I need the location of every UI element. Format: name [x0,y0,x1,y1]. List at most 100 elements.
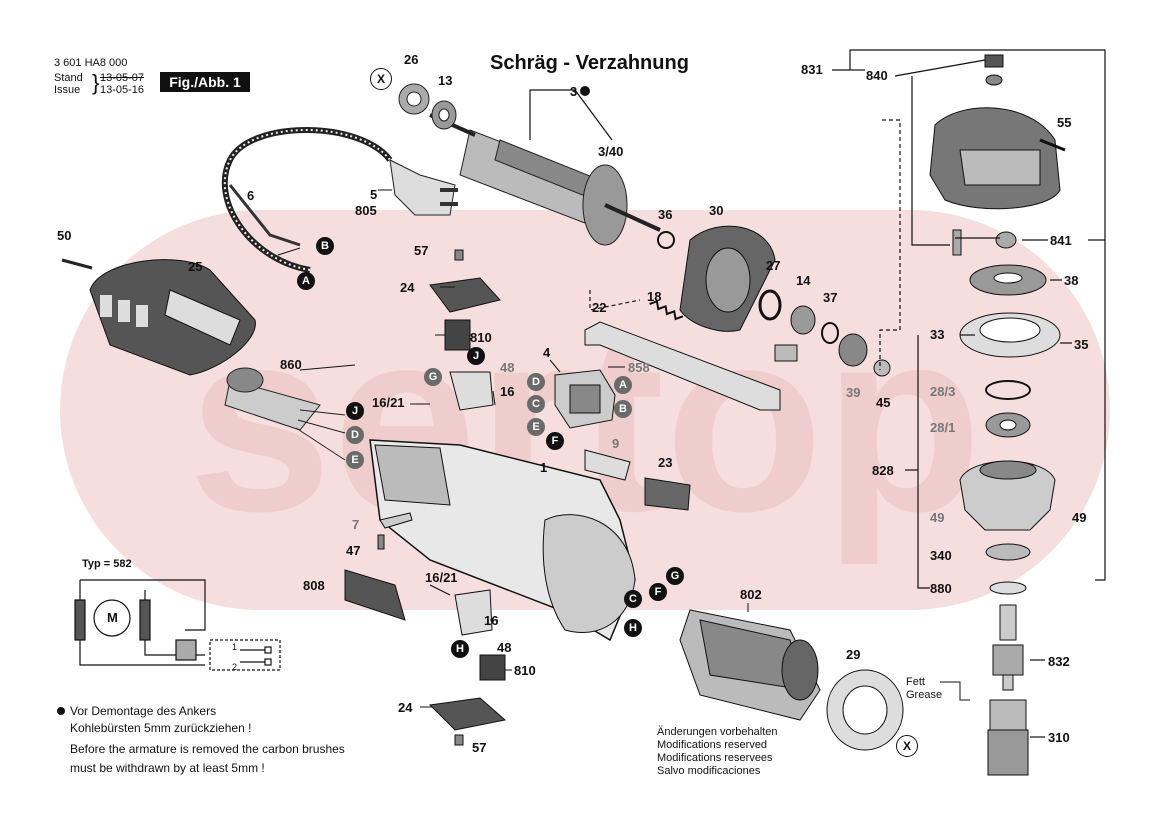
marker-e-left: E [346,451,364,469]
part-808: 808 [303,578,325,593]
part-57-top: 57 [414,243,429,258]
part-16-bottom: 16 [484,613,499,628]
label-808 [344,569,406,621]
brace: } [92,70,100,95]
power-plug [389,159,458,216]
motor-letter: M [107,610,118,625]
marker-b-cable: B [316,237,334,255]
part-33: 33 [930,327,945,342]
brush-holder-16-top [449,371,494,411]
part-3: 3 [570,84,578,99]
part-49-right: 49 [1072,510,1087,525]
carbon-brush-810-top [444,319,471,351]
part-number: 3 601 HA8 000 [54,57,128,69]
rear-cover-25 [89,259,256,376]
part-48-top: 48 [500,360,515,375]
stand-label: Stand [54,72,83,84]
issue-label: Issue [54,84,81,96]
spindle-832 [992,604,1024,691]
marker-a-switch: A [614,376,632,394]
modifications-en: Modifications reserved [657,739,768,751]
ring-27 [758,289,782,321]
stator-802 [679,609,821,721]
marker-x-bottom: X [896,735,918,757]
title-bullet [580,86,590,96]
modifications-de: Änderungen vorbehalten [657,726,778,738]
ring-340 [985,543,1031,561]
part-880: 880 [930,581,952,596]
part-29: 29 [846,647,861,662]
marker-f-switch: F [546,432,564,450]
note-bullet [57,707,65,715]
part-805: 805 [355,203,377,218]
note-en-line-2: must be withdrawn by at least 5mm ! [70,761,265,775]
part-23: 23 [658,455,673,470]
washer-37 [821,322,839,344]
part-25: 25 [188,259,203,274]
modifications-es: Salvo modificaciones [657,765,761,777]
typ-label: Typ = 582 [82,558,132,570]
marker-f-stator: F [649,583,667,601]
part-47: 47 [346,543,361,558]
bearing-13 [431,100,457,130]
wiring-diagram [74,579,281,671]
capacitor-860 [224,367,346,461]
washer-880 [989,581,1027,595]
bearing-flange-828 [959,460,1056,531]
date-old: 13-05-07 [100,72,145,84]
switch-pos-1: 1 [232,642,238,652]
part-37: 37 [823,290,838,305]
part-50: 50 [57,228,72,243]
part-27: 27 [766,258,781,273]
marker-b-switch: B [614,400,632,418]
part-6: 6 [247,188,255,203]
page-title: Schräg - Verzahnung [490,52,689,74]
part-55: 55 [1057,115,1072,130]
part-810-top: 810 [470,330,492,345]
part-7: 7 [352,517,360,532]
part-28-3: 28/3 [930,384,956,399]
part-57-bottom: 57 [472,740,487,755]
part-16-top: 16 [500,384,515,399]
part-828: 828 [872,463,894,478]
modifications-fr: Modifications reservees [657,752,773,764]
part-22: 22 [592,300,607,315]
part-24-bottom: 24 [398,700,413,715]
part-38: 38 [1064,273,1079,288]
washer-36 [657,231,675,249]
part-16-21-bottom: 16/21 [425,570,458,585]
pinion-39 [838,333,868,367]
part-28-1: 28/1 [930,420,956,435]
part-48-bottom: 48 [497,640,512,655]
plate-7 [379,512,413,529]
armature [429,113,661,246]
nut-45 [873,359,891,377]
marker-h-stator: H [624,619,642,637]
grease-de: Fett [906,676,925,688]
part-13: 13 [438,73,453,88]
part-3-40: 3/40 [598,144,624,159]
marker-c-switch: C [527,395,545,413]
part-9: 9 [612,436,620,451]
part-35: 35 [1074,337,1089,352]
part-24-top: 24 [400,280,415,295]
part-39: 39 [846,385,861,400]
part-860: 860 [280,357,302,372]
sleeve-310 [987,699,1029,776]
marker-d-left: D [346,426,364,444]
part-840: 840 [866,68,888,83]
marker-g-top: G [424,368,442,386]
marker-x-top: X [370,68,392,90]
spring-18 [649,299,684,321]
brush-holder-16-bottom [454,589,493,636]
note-de-line-1: Vor Demontage des Ankers [70,704,217,718]
gear-housing-840 [929,54,1061,210]
part-14: 14 [796,273,811,288]
part-832: 832 [1048,654,1070,669]
switch-pos-2: 2 [232,662,238,672]
part-4: 4 [543,345,551,360]
part-841: 841 [1050,233,1072,248]
note-de-line-2: Kohlebürsten 5mm zurückziehen ! [70,721,252,735]
part-802: 802 [740,587,762,602]
